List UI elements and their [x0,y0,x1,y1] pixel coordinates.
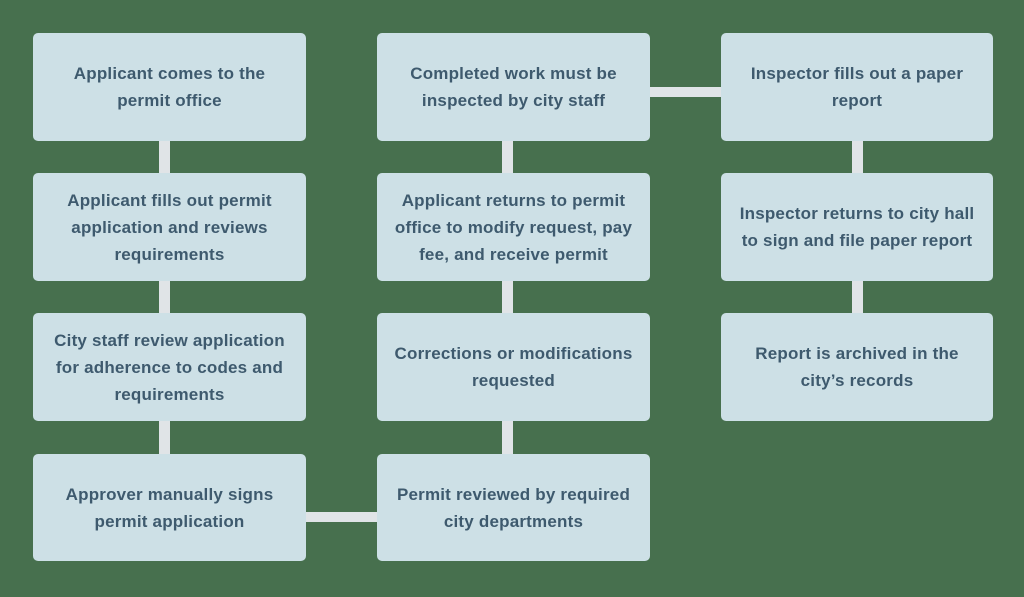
connector-inspector-returns-to-report-archived [852,281,863,313]
node-applicant-comes-to-permit-office: Applicant comes to the permit office [33,33,306,141]
node-permit-reviewed-by-departments: Permit reviewed by required city departm… [377,454,650,561]
node-label: Completed work must be inspected by city… [410,64,617,110]
node-inspector-fills-paper-report: Inspector fills out a paper report [721,33,993,141]
node-label: Report is archived in the city’s records [755,344,959,390]
connector-corrections-to-permit-reviewed [502,421,513,454]
node-label: Permit reviewed by required city departm… [396,484,631,531]
connector-applicant-comes-to-applicant-fills [159,141,170,173]
connector-completed-work-to-applicant-returns [502,141,513,173]
connector-applicant-fills-to-city-staff-review [159,281,170,313]
connector-applicant-returns-to-corrections [502,281,513,313]
node-label: City staff review application for adhere… [54,330,285,404]
connector-completed-work-to-inspector-fills [650,87,721,97]
node-city-staff-review-application: City staff review application for adhere… [33,313,306,421]
node-label: Applicant comes to the permit office [73,64,266,110]
node-label: Applicant fills out permit application a… [67,190,272,264]
node-label: Applicant returns to permit office to mo… [394,190,633,264]
node-label: Inspector returns to city hall to sign a… [739,204,975,250]
connector-approver-signs-to-permit-reviewed [306,512,377,522]
connector-city-staff-review-to-approver-signs [159,421,170,454]
node-label: Inspector fills out a paper report [750,64,964,110]
node-approver-signs-application: Approver manually signs permit applicati… [33,454,306,561]
connector-inspector-fills-to-inspector-returns [852,141,863,173]
node-corrections-requested: Corrections or modifications requested [377,313,650,421]
node-applicant-fills-out-application: Applicant fills out permit application a… [33,173,306,281]
node-label: Corrections or modifications requested [394,344,633,390]
node-label: Approver manually signs permit applicati… [65,484,274,531]
node-inspector-returns-city-hall: Inspector returns to city hall to sign a… [721,173,993,281]
node-report-archived: Report is archived in the city’s records [721,313,993,421]
node-applicant-returns-to-office: Applicant returns to permit office to mo… [377,173,650,281]
node-completed-work-inspected: Completed work must be inspected by city… [377,33,650,141]
